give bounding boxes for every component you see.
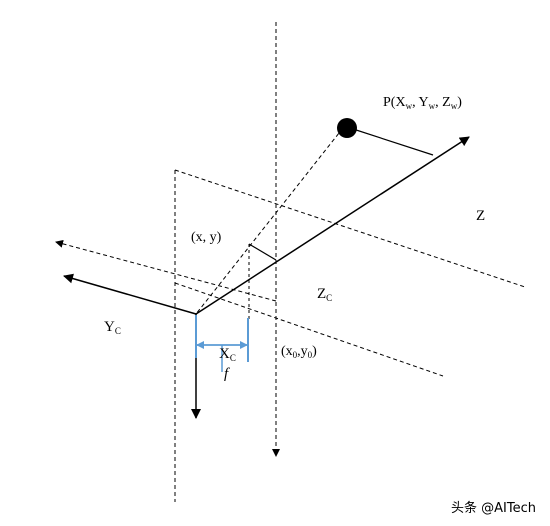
image-point-to-axis [248,243,277,261]
optical-axis-z [195,136,470,315]
image-x-axis-dashed [55,239,277,302]
label-zc: ZC [317,286,332,303]
label-z-axis: Z [476,208,485,224]
camera-axis-yc [63,273,197,315]
label-yc: YC [104,319,121,336]
label-xc: XC [219,346,236,363]
point-to-axis-line [349,127,434,156]
label-image-point: (x, y) [191,230,222,245]
image-plane-bottom-edge [174,282,444,377]
projection-ray [195,127,344,315]
world-point-p [337,118,357,138]
label-focal-length: f [224,366,230,382]
image-plane-top-edge [174,169,526,288]
label-point-p: P(Xw, Yw, Zw) [383,95,462,111]
watermark-text: 头条 @AITech [451,500,536,516]
label-principal-point: (x0,y0) [281,344,317,360]
